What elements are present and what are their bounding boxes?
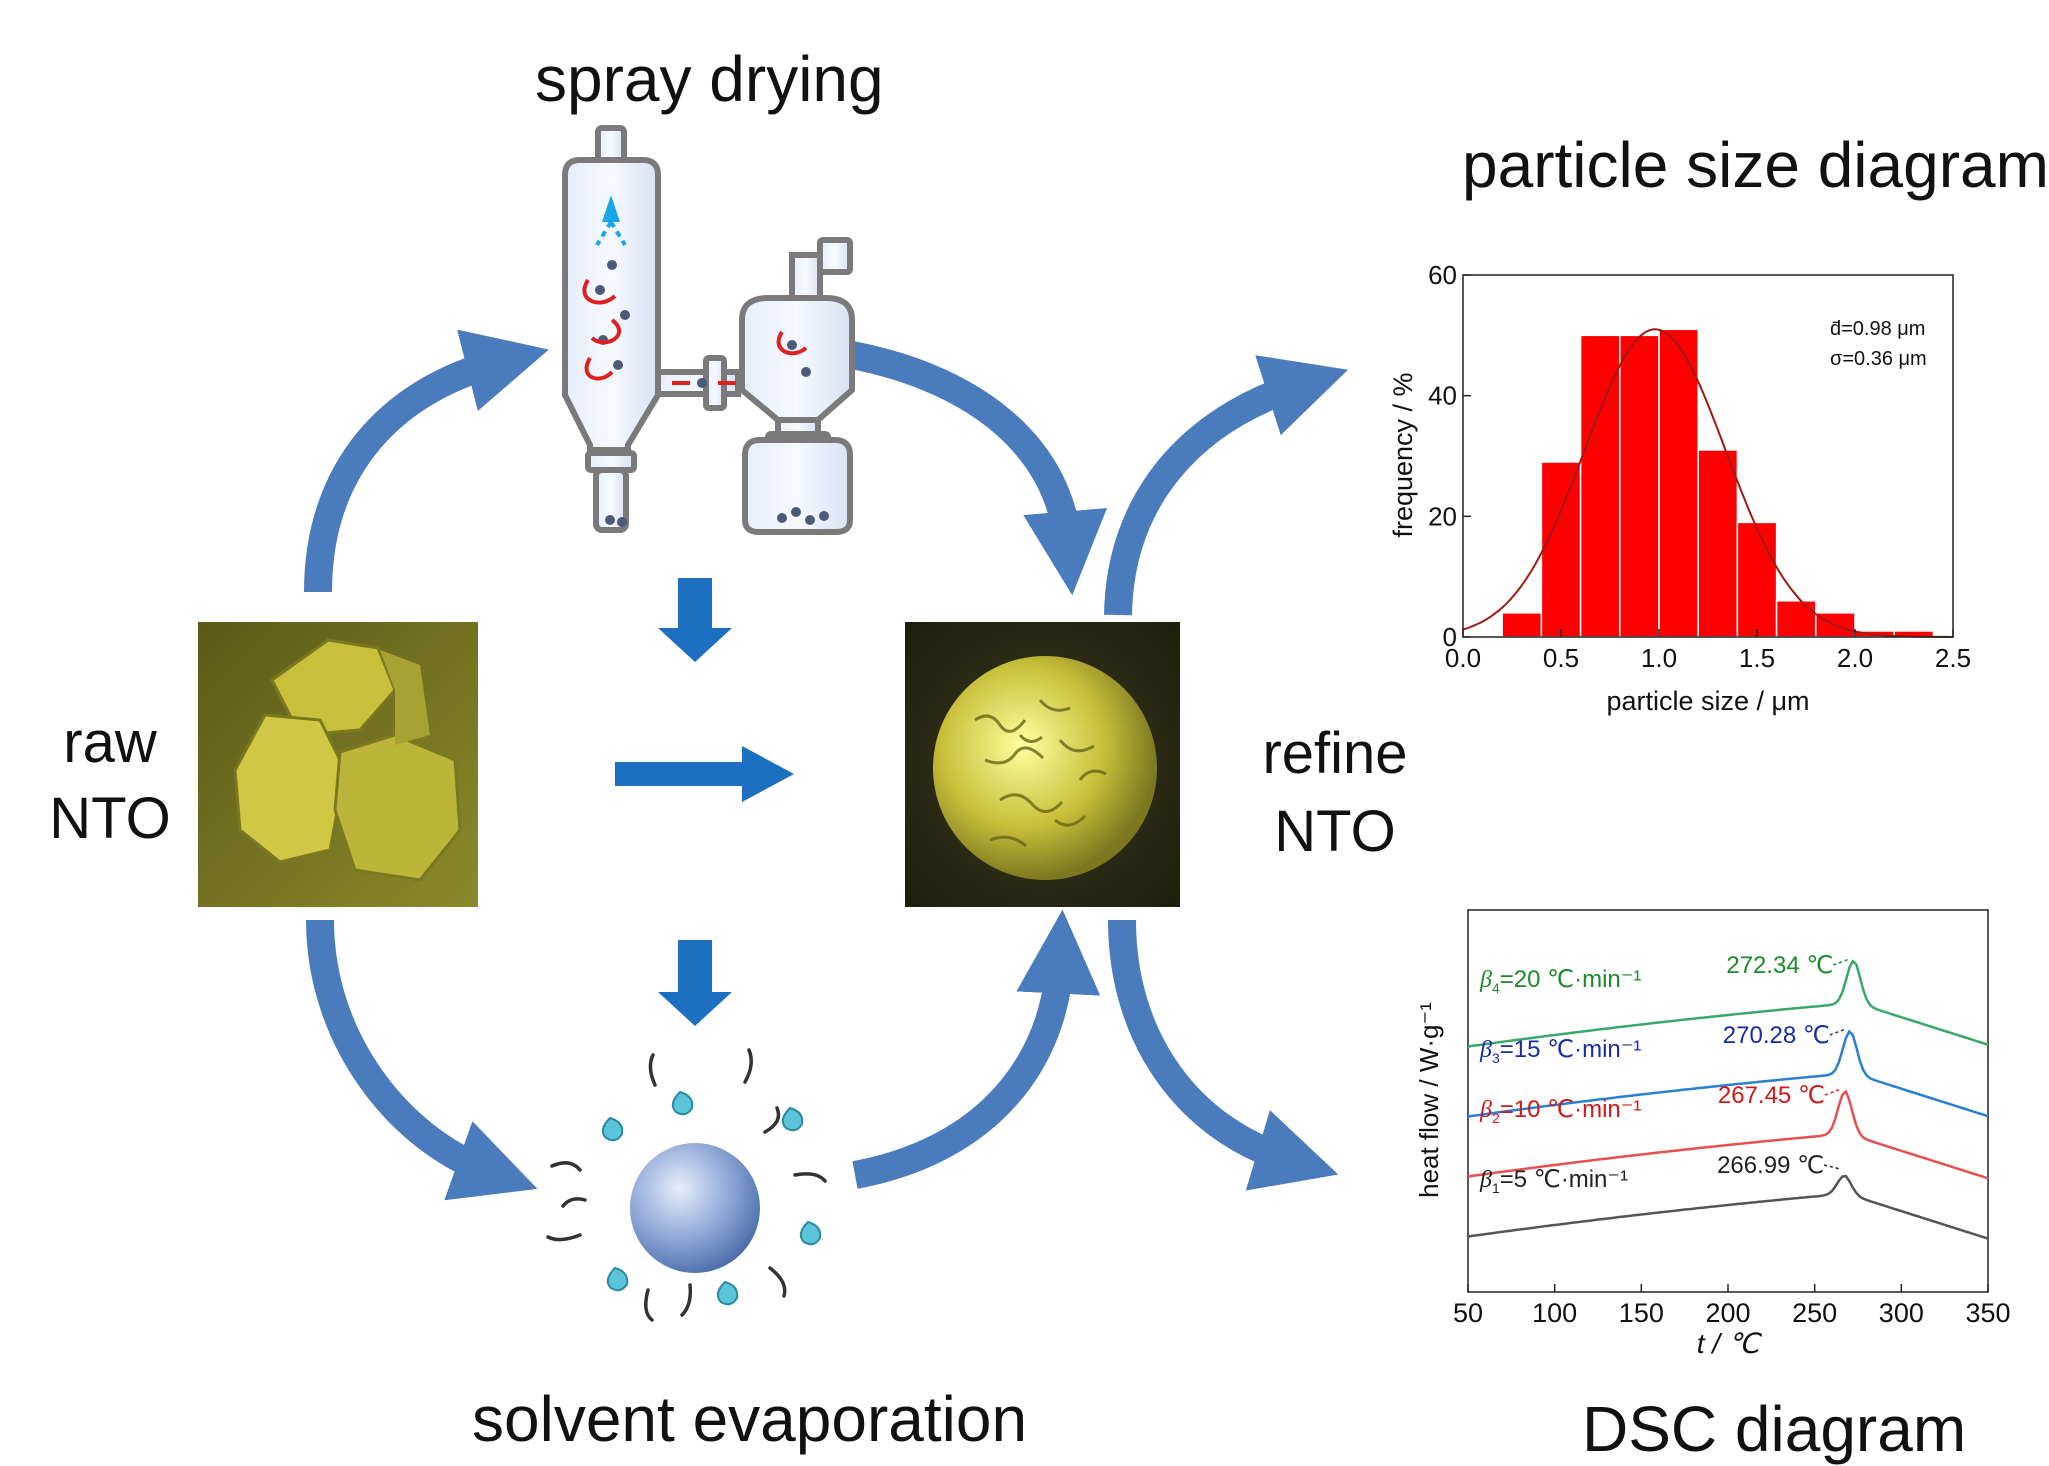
x-tick-label: 2.5: [1935, 643, 1971, 673]
histogram-bar: [1619, 334, 1660, 638]
crystal-left: [233, 713, 347, 864]
sigma-annotation: σ=0.36 μm: [1830, 348, 1927, 370]
dsc-curve: [1467, 1089, 1989, 1180]
y-ticks: 0 20 40 60: [1428, 260, 1471, 652]
dsc-x-tick-label: 100: [1532, 1298, 1577, 1328]
arrow-down-lower: [658, 940, 732, 1026]
arrow-solvent-to-refine: [852, 909, 1101, 1189]
x-tick-label: 1.0: [1641, 643, 1677, 673]
dsc-x-tick-label: 200: [1705, 1298, 1750, 1328]
refine-label-line2: NTO: [1274, 799, 1396, 864]
dsc-curve: [1467, 1029, 1989, 1118]
dsc-x-tick-label: 250: [1792, 1298, 1837, 1328]
raw-nto-label: raw NTO: [40, 705, 180, 857]
histogram-bar: [1658, 328, 1699, 638]
peak-pointer: [1824, 1088, 1842, 1096]
curved-arrows: [304, 329, 1349, 1201]
spray-dryer: [562, 125, 855, 535]
spray-particles: [595, 260, 829, 527]
straight-arrows: [615, 578, 794, 1026]
y-tick-label: 0: [1443, 622, 1457, 652]
dsc-chart: 50 100 150 200 250 300 350 β4=20 ℃·min⁻¹ 272.34…: [1414, 909, 2011, 1359]
dsc-series-labels: β4=20 ℃·min⁻¹ 272.34 ℃ β3=15 ℃·min⁻¹ 270.28…: [1479, 952, 1850, 1196]
x-tick-label: 0.5: [1543, 643, 1579, 673]
dsc-x-ticks: 50 100 150 200 250 300 350: [1453, 1284, 2011, 1328]
raw-nto-image: [198, 622, 478, 907]
spray-drying-label: spray drying: [535, 43, 884, 115]
arrow-raw-to-solvent: [306, 919, 538, 1201]
peak-pointer: [1833, 958, 1850, 966]
rate-label: β2=10 ℃·min⁻¹: [1479, 1096, 1641, 1126]
arrow-refine-to-dsc: [1108, 919, 1339, 1191]
dsc-x-tick-label: 50: [1453, 1298, 1483, 1328]
crystal-shade: [380, 650, 430, 745]
histogram-bar: [1697, 449, 1739, 638]
raw-label-line2: NTO: [49, 786, 171, 851]
y-axis-label: frequency / %: [1388, 372, 1418, 537]
histogram-bar: [1775, 600, 1817, 638]
histogram-bar: [1540, 461, 1582, 638]
normal-fit-curve: [1462, 328, 1953, 638]
particle-size-title: particle size diagram: [1462, 129, 2049, 201]
rate-label: β4=20 ℃·min⁻¹: [1479, 966, 1641, 996]
x-axis-label: particle size / μm: [1606, 686, 1809, 716]
histogram-bar: [1736, 521, 1778, 638]
arrow-refine-to-particle: [1104, 355, 1349, 616]
peak-temperature-label: 270.28 ℃: [1723, 1022, 1830, 1049]
mean-annotation: d̄=0.98 μm: [1830, 318, 1925, 340]
dsc-x-tick-label: 150: [1619, 1298, 1664, 1328]
x-ticks: 0.0 0.5 1.0 1.5 2.0 2.5: [1445, 629, 1971, 673]
spray-nozzle: [595, 195, 627, 247]
arrow-right-middle: [615, 746, 794, 802]
arrow-spray-to-refine: [849, 341, 1108, 596]
dsc-x-axis-label: t / ℃: [1697, 1328, 1763, 1359]
peak-temperature-label: 266.99 ℃: [1717, 1152, 1824, 1179]
dsc-x-tick-label: 300: [1879, 1298, 1924, 1328]
peak-temperature-label: 272.34 ℃: [1726, 952, 1833, 979]
x-tick-label: 0.0: [1445, 643, 1481, 673]
peak-pointer: [1823, 1164, 1841, 1170]
dsc-title: DSC diagram: [1582, 1393, 1967, 1465]
arrow-down-upper: [658, 578, 732, 662]
refined-sphere: [933, 656, 1157, 880]
emulsion-sphere: [630, 1143, 760, 1273]
x-tick-label: 1.5: [1739, 643, 1775, 673]
peak-temperature-label: 267.45 ℃: [1718, 1082, 1825, 1109]
histogram-bar: [1579, 334, 1621, 638]
solvent-sphere-group: [546, 1048, 827, 1322]
flow-swirls: [582, 278, 808, 385]
dsc-curves: [1467, 959, 1989, 1240]
histogram-bars: [1501, 328, 1935, 638]
dsc-x-tick-label: 350: [1965, 1298, 2010, 1328]
arrow-raw-to-spray: [304, 329, 549, 593]
dsc-curve: [1467, 959, 1989, 1048]
refine-nto-image: [905, 622, 1180, 907]
dsc-y-axis-label: heat flow / W·g⁻¹: [1414, 1002, 1444, 1198]
droplets: [601, 1090, 822, 1306]
y-tick-label: 60: [1428, 260, 1457, 290]
solvent-evaporation-label: solvent evaporation: [472, 1383, 1028, 1455]
dsc-curve: [1467, 1174, 1989, 1240]
particle-size-chart: 0.0 0.5 1.0 1.5 2.0 2.5 0 20 40 60 particle size…: [1388, 260, 1971, 716]
refine-label-line1: refine: [1262, 721, 1408, 786]
y-tick-label: 20: [1428, 501, 1457, 531]
peak-pointer: [1829, 1028, 1847, 1036]
rate-label: β1=5 ℃·min⁻¹: [1479, 1166, 1628, 1196]
tails: [546, 1048, 827, 1322]
raw-label-line1: raw: [63, 710, 157, 775]
rate-label: β3=15 ℃·min⁻¹: [1479, 1036, 1641, 1066]
x-tick-label: 2.0: [1837, 643, 1873, 673]
histogram-frame: [1462, 274, 1954, 638]
refine-nto-label: refine NTO: [1250, 715, 1420, 871]
histogram-bar: [1501, 612, 1543, 638]
y-tick-label: 40: [1428, 381, 1457, 411]
